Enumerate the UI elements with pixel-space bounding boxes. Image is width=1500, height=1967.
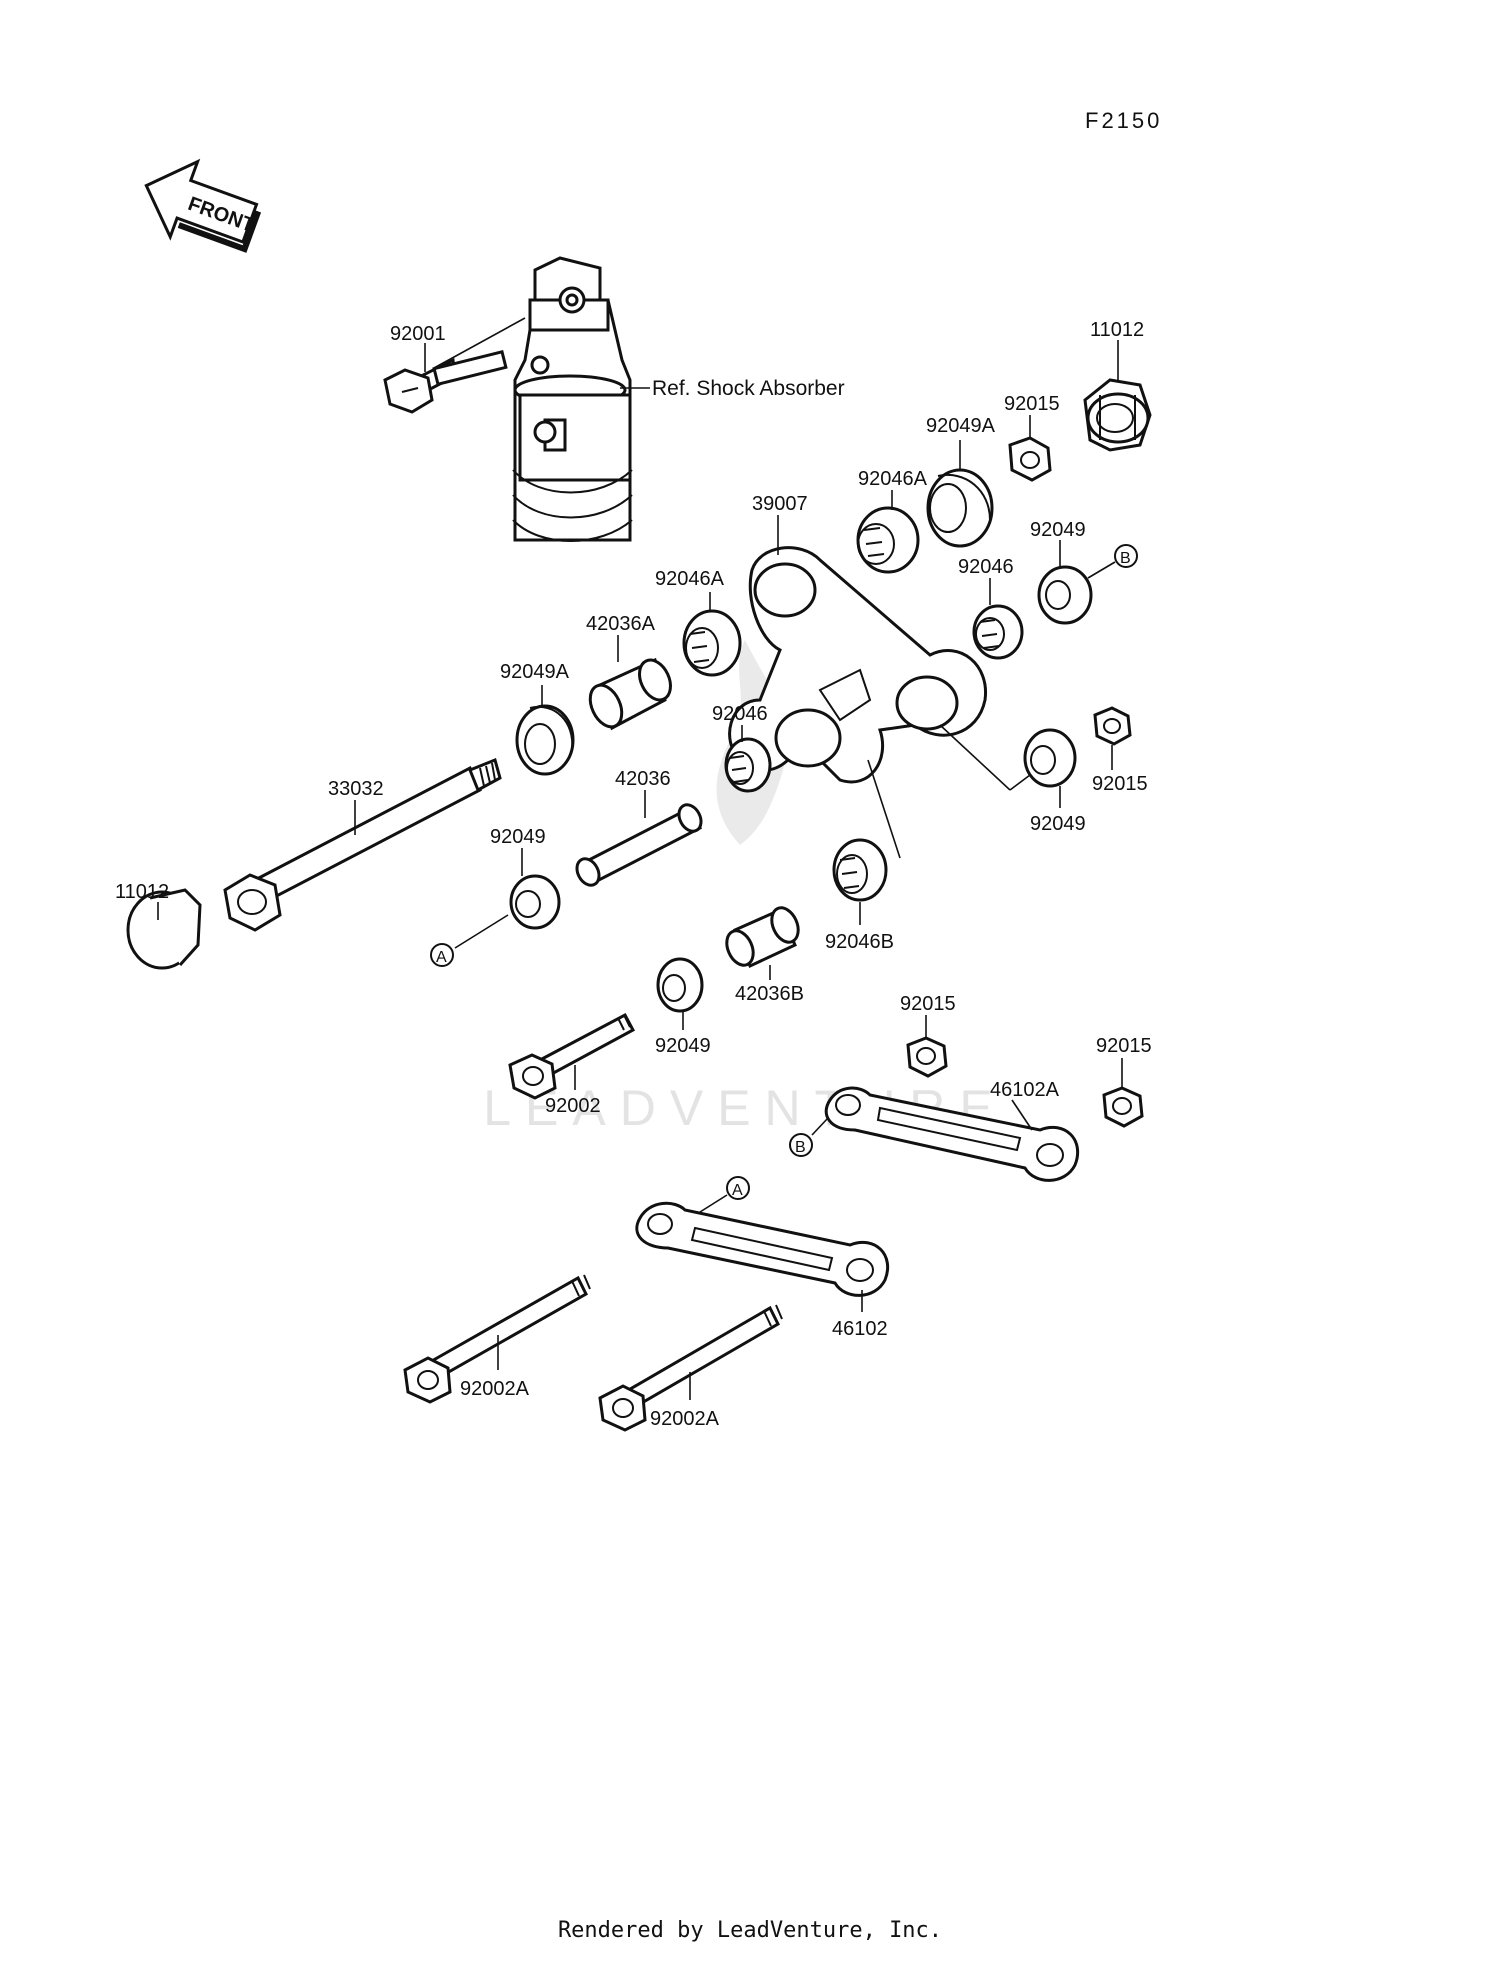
label-92001: 92001 (390, 323, 446, 345)
label-92049-d: 92049 (655, 1035, 711, 1057)
part-46102-link-rod (635, 1201, 890, 1297)
label-92002A-a: 92002A (460, 1378, 530, 1400)
label-92049-a: 92049 (1030, 519, 1086, 541)
marker-b-2: B (795, 1139, 806, 1156)
label-42036A: 42036A (586, 613, 656, 635)
label-33032: 33032 (328, 778, 384, 800)
label-39007: 39007 (752, 493, 808, 515)
shock-absorber (512, 256, 633, 542)
label-92046-b: 92046 (712, 703, 768, 725)
part-92046-bearing-a (972, 604, 1024, 660)
marker-a-2: A (732, 1182, 743, 1199)
part-33032-shaft (223, 757, 502, 932)
label-42036B: 42036B (735, 983, 804, 1005)
part-92015-nut-c (906, 1036, 948, 1078)
part-92049A-collar-a (926, 468, 994, 548)
ref-shock-absorber-label: Ref. Shock Absorber (652, 377, 845, 400)
part-92049-seal-a (1037, 565, 1093, 625)
label-46102: 46102 (832, 1318, 888, 1340)
part-92049-seal-d (656, 957, 704, 1013)
part-92046A-bearing-b (682, 609, 742, 677)
label-92015-a: 92015 (1004, 393, 1060, 415)
figure-code: F2150 (1085, 108, 1162, 133)
label-92015-c: 92015 (900, 993, 956, 1015)
part-92002A-bolt-b (598, 1304, 783, 1432)
label-92049-c: 92049 (490, 826, 546, 848)
part-11012-cap-top (1083, 378, 1152, 452)
label-92046B: 92046B (825, 931, 894, 953)
marker-b-1: B (1120, 550, 1131, 567)
part-92046B-bearing (832, 838, 888, 902)
part-92002A-bolt-a (403, 1274, 591, 1404)
label-11012-top: 11012 (1090, 319, 1144, 341)
part-92049-seal-c (509, 874, 561, 930)
part-92001-bolt (383, 349, 508, 414)
label-92015-d: 92015 (1096, 1035, 1152, 1057)
part-92046A-bearing-a (856, 506, 920, 574)
label-92049A-a: 92049A (926, 415, 996, 437)
part-42036-sleeve (575, 803, 703, 887)
part-92002-bolt (508, 1012, 636, 1100)
label-92002: 92002 (545, 1095, 601, 1117)
label-46102A: 46102A (990, 1079, 1060, 1101)
footer-credit: Rendered by LeadVenture, Inc. (557, 1918, 943, 1943)
part-92049A-collar-b (515, 704, 575, 776)
part-92049-seal-b (1023, 728, 1077, 788)
part-11012-cap-left (126, 888, 202, 970)
label-42036: 42036 (615, 768, 671, 790)
part-46102A-link-rod (824, 1086, 1080, 1182)
label-92049-b: 92049 (1030, 813, 1086, 835)
label-92015-b: 92015 (1092, 773, 1148, 795)
front-arrow-icon: FRONT (144, 158, 262, 253)
part-92046-bearing-b (724, 737, 772, 793)
part-39007-rocker-arm (728, 546, 988, 784)
label-92046A-b: 92046A (655, 568, 725, 590)
part-42036B-sleeve (725, 906, 800, 969)
label-92002A-b: 92002A (650, 1408, 720, 1430)
marker-a-1: A (436, 949, 447, 966)
label-92046A-a: 92046A (858, 468, 928, 490)
part-92015-nut-b (1093, 706, 1132, 746)
part-42036A-sleeve (588, 657, 672, 731)
label-92049A-b: 92049A (500, 661, 570, 683)
label-11012-left: 11012 (115, 881, 169, 903)
label-92046-a: 92046 (958, 556, 1014, 578)
part-92015-nut-a (1008, 436, 1052, 482)
part-92015-nut-d (1102, 1086, 1144, 1128)
